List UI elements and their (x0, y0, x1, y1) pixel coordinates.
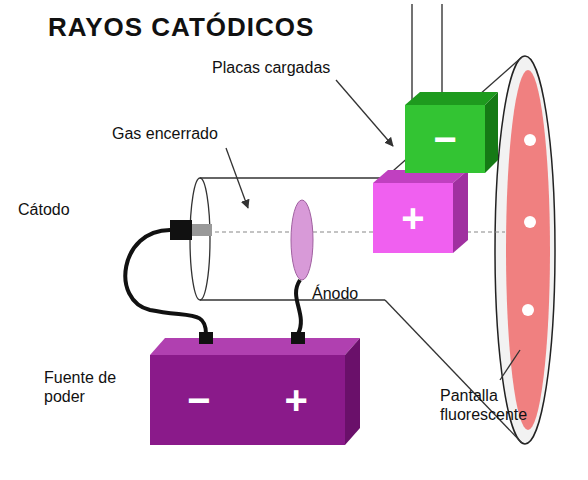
polarity-sign: + (285, 380, 308, 420)
polarity-sign: + (401, 198, 424, 238)
screen-dot (524, 134, 536, 146)
tube-end (190, 178, 210, 300)
screen-dot (522, 304, 534, 316)
part-label: Gas encerrado (112, 124, 242, 143)
polarity-sign: − (433, 119, 456, 159)
part-label: Cátodo (18, 200, 108, 219)
plate-side (453, 170, 468, 253)
negative-plate: − (405, 105, 485, 173)
positive-plate: + (373, 183, 453, 253)
battery-side (345, 338, 360, 445)
cathode-tip (192, 224, 212, 236)
leader-line (500, 350, 520, 380)
cathode-wire (125, 230, 206, 334)
plate-top (405, 92, 498, 105)
anode-wire (296, 280, 301, 334)
plate-side (485, 92, 498, 173)
leader-line (226, 148, 248, 208)
power-source: −+ (150, 355, 345, 445)
part-label: Fuente de poder (44, 368, 134, 406)
plate-wire (411, 4, 413, 108)
fluorescent-screen (506, 70, 550, 430)
tube-wall (200, 177, 385, 178)
part-label: Ánodo (312, 284, 392, 303)
screen-dot (524, 216, 536, 228)
leader-line (336, 80, 393, 146)
cathode (170, 220, 192, 240)
part-label: Placas cargadas (212, 58, 352, 77)
diagram-title: RAYOS CATÓDICOS (48, 12, 314, 42)
tube-cone (385, 57, 522, 178)
battery-top (150, 338, 360, 355)
part-label: Pantalla fluorescente (440, 386, 550, 424)
screen-rim (495, 56, 555, 444)
polarity-sign: − (187, 380, 210, 420)
anode-disc (291, 200, 313, 280)
